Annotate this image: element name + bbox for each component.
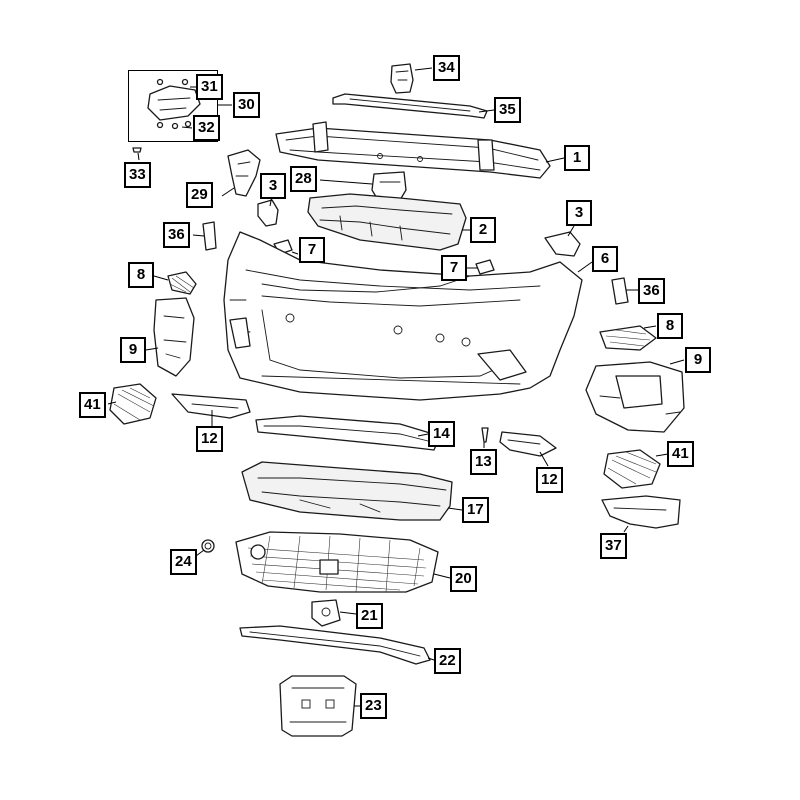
callout-30[interactable]: 30 <box>233 92 260 118</box>
part-20-main-grille <box>235 531 439 593</box>
callout-21[interactable]: 21 <box>356 603 383 629</box>
callout-7a[interactable]: 7 <box>299 237 325 263</box>
callout-12b[interactable]: 12 <box>536 467 563 493</box>
part-41-right-grille <box>603 449 661 489</box>
callout-2[interactable]: 2 <box>470 217 496 243</box>
callout-12a[interactable]: 12 <box>196 426 223 452</box>
part-8-right-grille <box>599 325 657 351</box>
part-17-lower-carrier <box>241 461 453 521</box>
part-12-right-trim <box>499 431 557 457</box>
callout-8a[interactable]: 8 <box>128 262 154 288</box>
part-22-deflector <box>239 625 431 665</box>
callout-7b[interactable]: 7 <box>441 255 467 281</box>
callout-13[interactable]: 13 <box>470 449 497 475</box>
part-12-left-trim <box>171 393 251 419</box>
callout-14[interactable]: 14 <box>428 421 455 447</box>
callout-9b[interactable]: 9 <box>685 347 711 373</box>
callout-3a[interactable]: 3 <box>260 173 286 199</box>
callout-35[interactable]: 35 <box>494 97 521 123</box>
callout-17[interactable]: 17 <box>462 497 489 523</box>
callout-41b[interactable]: 41 <box>667 441 694 467</box>
callout-28[interactable]: 28 <box>290 166 317 192</box>
part-21-bracket <box>311 599 341 627</box>
part-34-bracket <box>390 63 414 94</box>
part-33-screw <box>132 147 142 153</box>
part-13-fastener <box>481 427 489 443</box>
callout-24[interactable]: 24 <box>170 549 197 575</box>
part-9-left-bezel <box>153 297 195 377</box>
callout-1[interactable]: 1 <box>564 145 590 171</box>
callout-22[interactable]: 22 <box>434 648 461 674</box>
callout-32[interactable]: 32 <box>193 115 220 141</box>
part-7-right-cap <box>475 259 495 275</box>
part-1-bumper-beam <box>275 121 551 179</box>
callout-3b[interactable]: 3 <box>566 200 592 226</box>
part-37-bracket <box>601 495 681 529</box>
part-35-upper-strip <box>332 93 488 119</box>
part-36-right-clip <box>611 277 629 305</box>
part-6-bumper-fascia <box>223 231 583 401</box>
part-3-left-bracket <box>257 199 279 227</box>
callout-8b[interactable]: 8 <box>657 313 683 339</box>
callout-9a[interactable]: 9 <box>120 337 146 363</box>
part-3-right-bracket <box>544 231 581 257</box>
part-23-plate-bracket <box>279 675 357 737</box>
part-31-bracket-assembly <box>147 78 201 130</box>
callout-31[interactable]: 31 <box>196 74 223 100</box>
part-2-energy-absorber <box>307 193 467 251</box>
part-29-bracket <box>227 149 261 197</box>
leader-lines <box>107 67 685 707</box>
part-36-left-clip <box>202 221 217 251</box>
part-9-right-bezel <box>585 361 685 433</box>
callout-6[interactable]: 6 <box>592 246 618 272</box>
part-41-left-grille <box>109 383 157 425</box>
callout-33[interactable]: 33 <box>124 162 151 188</box>
callout-29[interactable]: 29 <box>186 182 213 208</box>
callout-20[interactable]: 20 <box>450 566 477 592</box>
callout-37[interactable]: 37 <box>600 533 627 559</box>
group-box-30 <box>128 70 218 142</box>
callout-36b[interactable]: 36 <box>638 278 665 304</box>
callout-36a[interactable]: 36 <box>163 222 190 248</box>
part-24-emblem <box>201 539 215 553</box>
part-8-left-grille <box>167 271 197 295</box>
callout-34[interactable]: 34 <box>433 55 460 81</box>
callout-41a[interactable]: 41 <box>79 392 106 418</box>
callout-23[interactable]: 23 <box>360 693 387 719</box>
part-14-lower-strip <box>255 415 441 451</box>
